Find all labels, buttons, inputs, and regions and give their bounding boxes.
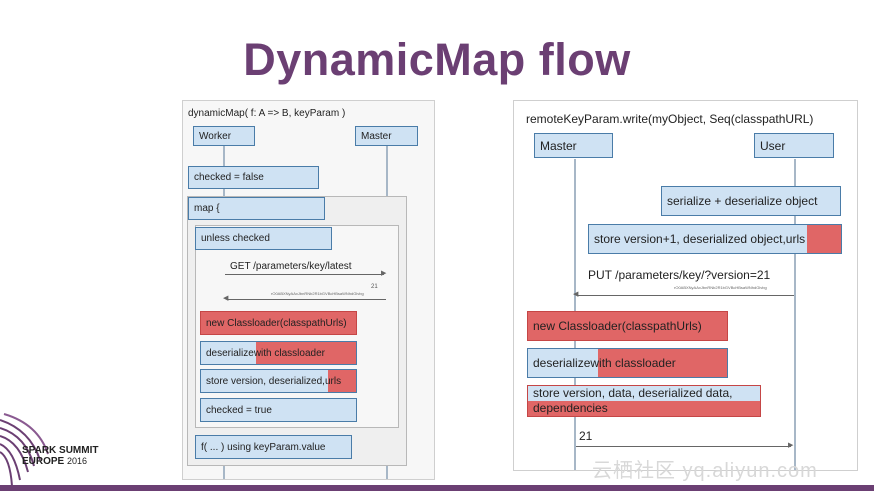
participant-master: Master bbox=[355, 126, 418, 146]
logo-year: 2016 bbox=[67, 456, 88, 466]
participant-worker: Worker bbox=[193, 126, 255, 146]
logo-line-2: EUROPE bbox=[22, 456, 65, 467]
deserialize-text-a: deserialize bbox=[206, 347, 254, 359]
response-arrowhead: ◀ bbox=[223, 295, 229, 302]
checked-false-step: checked = false bbox=[188, 166, 319, 189]
right-response-arrowhead: ▶ bbox=[788, 442, 794, 449]
store-version-plus-one-step: store version+1, deserialized object, ur… bbox=[588, 224, 842, 254]
deserialize-text-b: with classloader bbox=[253, 347, 325, 359]
spark-summit-swirl-logo bbox=[0, 413, 49, 486]
left-diagram-header: dynamicMap( f: A => B, keyParam ) bbox=[188, 108, 346, 119]
watermark: 云栖社区 yq.aliyun.com bbox=[592, 460, 818, 482]
right-diagram-header: remoteKeyParam.write(myObject, Seq(class… bbox=[526, 112, 814, 126]
store-data-line2: dependencies bbox=[528, 401, 760, 416]
response-arrow bbox=[227, 299, 386, 300]
apply-function-step: f( ... ) using keyParam.value bbox=[195, 435, 352, 459]
store-plus-text-b: urls bbox=[785, 232, 806, 246]
right-response-value-label: 21 bbox=[579, 429, 593, 443]
right-deserialize-step: deserialize with classloader bbox=[527, 348, 728, 378]
unless-checked-label: unless checked bbox=[195, 227, 332, 250]
serialize-step: serialize + deserialize object bbox=[661, 186, 841, 216]
put-request-arrow bbox=[578, 295, 794, 296]
slide-title: DynamicMap flow bbox=[243, 34, 631, 85]
logo-line-1: SPARK SUMMIT bbox=[22, 445, 99, 456]
spark-summit-logo-text: SPARK SUMMIT EUROPE 2016 bbox=[22, 445, 98, 467]
right-response-arrow bbox=[576, 446, 791, 447]
get-request-arrow bbox=[225, 274, 384, 275]
checked-true-step: checked = true bbox=[200, 398, 357, 422]
get-request-label: GET /parameters/key/latest bbox=[230, 261, 352, 272]
store-data-line1: store version, data, deserialized data, bbox=[528, 386, 760, 401]
bottom-accent-bar bbox=[0, 485, 874, 491]
right-participant-user: User bbox=[754, 133, 834, 158]
deserialize-highlight bbox=[256, 342, 356, 364]
put-request-arrowhead: ◀ bbox=[573, 291, 579, 298]
right-deserialize-text-b: with classloader bbox=[590, 356, 676, 370]
put-request-label: PUT /parameters/key/?version=21 bbox=[588, 268, 771, 282]
right-deserialize-highlight bbox=[598, 349, 727, 377]
store-version-text-a: store version, deserialized, bbox=[206, 375, 325, 387]
put-request-token: rO0ABXNyAAxJbnRNb2R1bGVBcHBsaWNhdGlvbg bbox=[674, 285, 767, 290]
store-version-step: store version, deserialized, urls bbox=[200, 369, 357, 393]
right-sequence-diagram: remoteKeyParam.write(myObject, Seq(class… bbox=[513, 100, 858, 471]
right-user-lifeline bbox=[794, 159, 796, 470]
map-block-label: map { bbox=[188, 197, 325, 220]
response-value-label: 21 bbox=[371, 284, 378, 290]
response-token: rO0ABXNyAAxJbnRNb2R1bGVBcHBsaWNhdGlvbg bbox=[271, 291, 364, 296]
deserialize-step: deserialize with classloader bbox=[200, 341, 357, 365]
right-deserialize-text-a: deserialize bbox=[533, 356, 591, 370]
new-classloader-step: new Classloader(classpathUrls) bbox=[200, 311, 357, 335]
store-urls-highlight bbox=[807, 225, 841, 253]
store-version-highlight bbox=[328, 370, 356, 392]
right-participant-master: Master bbox=[534, 133, 613, 158]
store-data-step: store version, data, deserialized data, … bbox=[527, 385, 761, 417]
get-request-arrowhead: ▶ bbox=[381, 270, 387, 277]
store-version-text-b: urls bbox=[324, 375, 342, 387]
store-plus-text-a: store version+1, deserialized object, bbox=[594, 232, 786, 246]
left-sequence-diagram: dynamicMap( f: A => B, keyParam ) Worker… bbox=[182, 100, 435, 480]
right-new-classloader-step: new Classloader(classpathUrls) bbox=[527, 311, 728, 341]
